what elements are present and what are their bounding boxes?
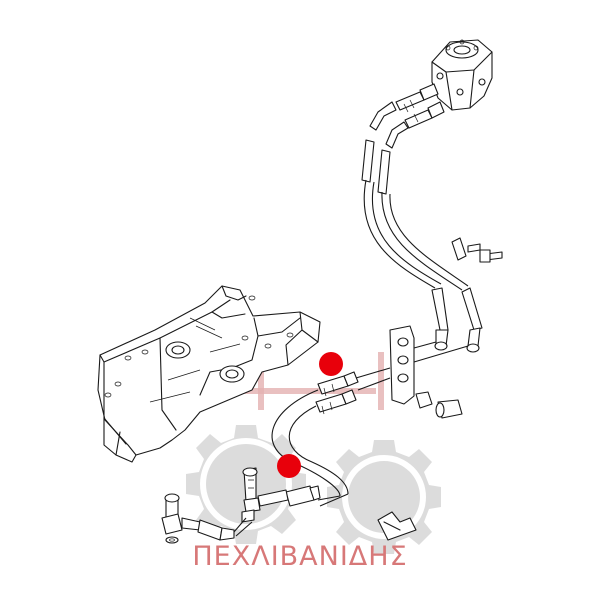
lower-hose-marker	[277, 454, 301, 478]
bracket-plate	[389, 325, 415, 405]
axle-frame	[97, 285, 321, 463]
lower-clamp	[377, 511, 417, 541]
bracket-connectors	[315, 341, 469, 415]
clip-and-bolt	[451, 237, 503, 263]
steering-hoses	[361, 101, 483, 353]
watermark-gear-right	[327, 440, 441, 554]
nut-and-sleeve	[415, 391, 463, 419]
upper-hose-marker	[319, 352, 343, 376]
watermark-text: ΠΕΧΛΙΒΑΝΙΔΗΣ	[192, 541, 408, 572]
steering-unit	[431, 39, 493, 111]
steering-fittings	[395, 83, 445, 129]
lower-fittings	[161, 467, 321, 544]
